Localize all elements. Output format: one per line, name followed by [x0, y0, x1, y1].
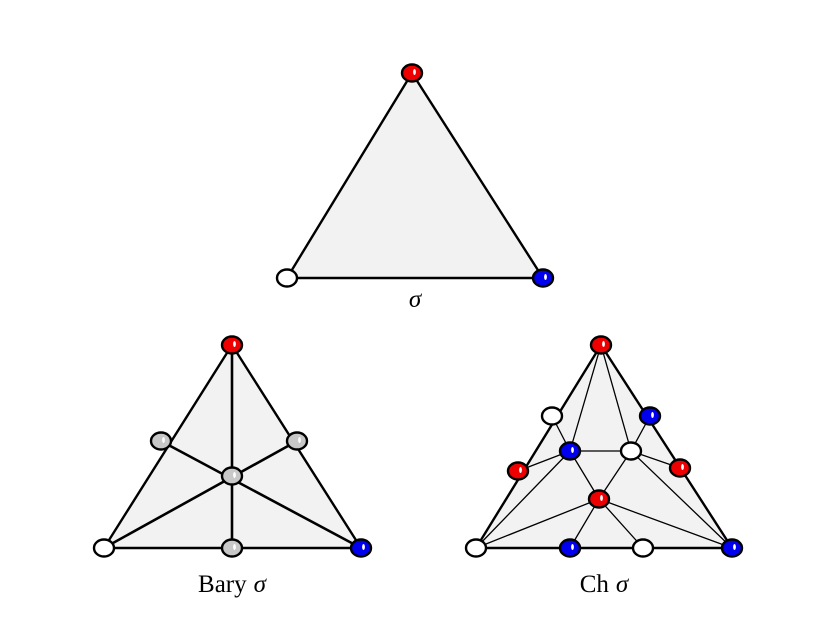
vertex-white: [275, 268, 299, 288]
vertex-highlight: [733, 544, 736, 550]
ch-vertex-red-top: [589, 335, 613, 355]
vertex-highlight: [413, 69, 416, 75]
vertex-highlight: [602, 341, 605, 347]
bary-vertex-gray-right: [285, 431, 309, 451]
ch-vertex-white-inner: [619, 441, 643, 461]
vertex-red: [400, 63, 424, 83]
vertex-highlight: [162, 437, 165, 443]
ch-vertex-red-left-edge: [506, 461, 530, 481]
vertex-highlight: [632, 447, 635, 453]
vertex-highlight: [681, 464, 684, 470]
ch-vertex-white-bottom-edge: [631, 538, 655, 558]
ch-vertex-red-inner: [587, 489, 611, 509]
ch-vertex-blue-bottom-edge: [558, 538, 582, 558]
ch-vertex-blue-corner: [720, 538, 744, 558]
simplex-boundary: [284, 71, 546, 280]
ch-vertex-red-right-edge: [668, 458, 692, 478]
simplex-face: [287, 73, 543, 278]
vertex-highlight: [233, 472, 236, 478]
bary-vertex-red: [220, 335, 244, 355]
vertex-highlight: [477, 544, 480, 550]
bary-vertex-white: [92, 538, 116, 558]
vertex-highlight: [298, 437, 301, 443]
vertex-highlight: [571, 544, 574, 550]
vertex-highlight: [233, 341, 236, 347]
ch-boundary: [473, 343, 735, 550]
bary-vertex-gray-left: [149, 431, 173, 451]
vertex-highlight: [519, 467, 522, 473]
caption-sigma: σ: [409, 286, 423, 313]
bary-inner-edges: [102, 343, 363, 550]
vertex-highlight: [644, 544, 647, 550]
vertex-highlight: [600, 495, 603, 501]
vertex-highlight: [553, 412, 556, 418]
ch-vertex-white-corner: [464, 538, 488, 558]
vertex-highlight: [544, 274, 547, 280]
bary-vertex-gray-bottom: [220, 538, 244, 558]
vertex-highlight: [571, 447, 574, 453]
vertex-highlight: [362, 544, 365, 550]
vertex-highlight: [105, 544, 108, 550]
ch-vertex-white-left-edge: [540, 406, 564, 426]
vertex-highlight: [233, 544, 236, 550]
simplex-sigma: σ: [275, 63, 555, 313]
vertex-blue: [531, 268, 555, 288]
ch-vertex-blue-inner: [558, 441, 582, 461]
ch-face: [476, 345, 732, 548]
vertex-highlight: [651, 412, 654, 418]
bary-vertex-gray-center: [220, 466, 244, 486]
bary-vertex-blue: [349, 538, 373, 558]
ch-vertex-blue-right-edge: [638, 406, 662, 426]
vertex-highlight: [288, 274, 291, 280]
